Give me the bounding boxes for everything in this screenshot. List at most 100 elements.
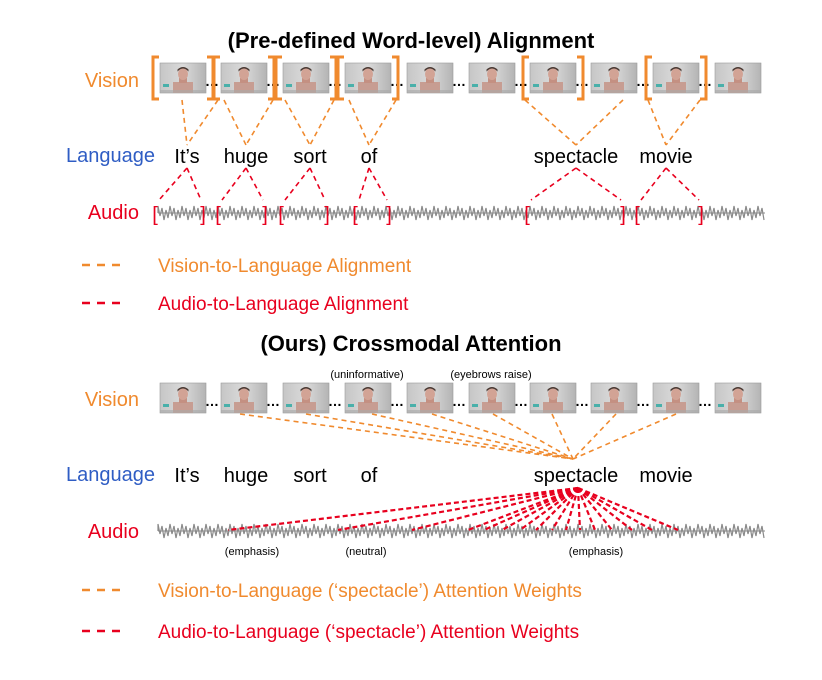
- top-vision-alignment-line-3: [245, 99, 274, 146]
- bottom-audio-attention-line-13: [577, 487, 633, 531]
- annotation-emphasis-left: (emphasis): [225, 546, 279, 558]
- top-legend-audio: Audio-to-Language Alignment: [158, 294, 409, 315]
- bottom-audio-attention-line-12: [577, 487, 613, 531]
- bottom-vision-ellipsis-0: …: [205, 393, 219, 409]
- top-audio-alignment-line-5-a: [640, 167, 667, 201]
- bottom-audio-attention-line-8: [551, 487, 579, 531]
- bottom-audio-attention-line-2: [411, 486, 579, 532]
- bottom-vision-ellipsis-7: …: [636, 393, 650, 409]
- bottom-vision-ellipsis-6: …: [575, 393, 589, 409]
- top-audio-bracket-4-open: [: [524, 204, 530, 226]
- bottom-audio-attention-line-5: [501, 487, 579, 531]
- bottom-audio-attention-line-15: [577, 486, 679, 532]
- top-language-label: Language: [66, 145, 155, 167]
- bottom-audio-attention-line-6: [519, 487, 579, 531]
- top-audio-alignment-line-4-a: [530, 167, 577, 201]
- bottom-audio-label: Audio: [88, 521, 139, 543]
- top-audio-alignment-line-5-b: [665, 167, 700, 201]
- top-vision-alignment-line-2: [223, 99, 247, 146]
- bottom-legend-vision: Vision-to-Language (‘spectacle’) Attenti…: [158, 581, 582, 602]
- bottom-word-movie: movie: [639, 465, 692, 487]
- bottom-vision-frame-0-icon: [159, 382, 207, 414]
- bottom-vision-attention-line-6: [572, 413, 617, 460]
- bottom-vision-frame-5-icon: [468, 382, 516, 414]
- top-vision-bracket-left-1: [212, 55, 220, 101]
- top-word-spectacle: spectacle: [534, 146, 619, 168]
- top-audio-label: Audio: [88, 202, 139, 224]
- top-audio-bracket-1-close: ]: [262, 204, 268, 226]
- top-audio-alignment-line-0-a: [158, 167, 188, 201]
- top-vision-alignment-line-0: [181, 99, 188, 146]
- top-vision-bracket-left-0: [151, 55, 159, 101]
- top-vision-alignment-line-5: [309, 99, 335, 146]
- top-audio-alignment-line-1-b: [245, 167, 264, 201]
- top-legend-vision: Vision-to-Language Alignment: [158, 256, 412, 277]
- top-vision-ellipsis-4: …: [452, 73, 466, 89]
- top-vision-alignment-line-6: [348, 99, 370, 146]
- top-vision-bracket-left-6: [521, 55, 529, 101]
- annotation-eyebrows-raise: (eyebrows raise): [450, 369, 531, 381]
- top-vision-ellipsis-5: …: [514, 73, 528, 89]
- bottom-vision-frame-9-icon: [714, 382, 762, 414]
- bottom-vision-frame-7-icon: [590, 382, 638, 414]
- top-audio-bracket-4-close: ]: [620, 204, 626, 226]
- top-word-of: of: [361, 146, 378, 168]
- bottom-word-of: of: [361, 465, 378, 487]
- bottom-vision-attention-line-2: [371, 413, 574, 460]
- bottom-audio-attention-line-0: [227, 486, 579, 532]
- top-vision-bracket-right-1: [268, 55, 276, 101]
- top-vision-alignment-line-10: [647, 99, 667, 146]
- diagram-marks: ………………………[][][][][][]………………………: [151, 55, 765, 539]
- bottom-audio-attention-line-4: [483, 486, 579, 532]
- bottom-vision-frame-4-icon: [406, 382, 454, 414]
- top-audio-bracket-1-open: [: [215, 204, 221, 226]
- top-vision-alignment-line-1: [186, 99, 219, 146]
- top-vision-alignment-line-8: [524, 99, 577, 146]
- bottom-vision-attention-line-7: [572, 413, 677, 460]
- bottom-word-its: It’s: [174, 465, 199, 487]
- top-vision-frame-8-icon: [652, 62, 700, 94]
- bottom-vision-label: Vision: [85, 389, 139, 411]
- bottom-audio-attention-line-14: [577, 487, 653, 531]
- top-audio-bracket-0-close: ]: [200, 204, 206, 226]
- top-vision-frame-6-icon: [529, 62, 577, 94]
- top-vision-bracket-right-3: [392, 55, 400, 101]
- top-vision-bracket-left-3: [336, 55, 344, 101]
- bottom-vision-ellipsis-3: …: [390, 393, 404, 409]
- top-word-sort: sort: [293, 146, 327, 168]
- bottom-vision-frame-2-icon: [282, 382, 330, 414]
- bottom-vision-ellipsis-4: …: [452, 393, 466, 409]
- top-audio-bracket-2-close: ]: [324, 204, 330, 226]
- top-vision-alignment-line-4: [284, 99, 311, 146]
- top-audio-alignment-line-2-a: [284, 167, 311, 201]
- top-audio-alignment-line-4-b: [575, 167, 622, 201]
- top-vision-alignment-line-9: [575, 99, 624, 146]
- bottom-title: (Ours) Crossmodal Attention: [260, 331, 561, 356]
- top-audio-alignment-line-2-b: [309, 167, 326, 201]
- bottom-vision-ellipsis-1: …: [266, 393, 280, 409]
- top-audio-alignment-line-3-a: [358, 167, 370, 201]
- top-vision-bracket-right-2: [330, 55, 338, 101]
- top-audio-alignment-line-0-b: [186, 167, 202, 201]
- top-vision-bracket-right-6: [577, 55, 585, 101]
- top-audio-bracket-2-open: [: [278, 204, 284, 226]
- bottom-audio-attention-line-9: [564, 487, 580, 531]
- bottom-vision-frame-8-icon: [652, 382, 700, 414]
- bottom-vision-ellipsis-5: …: [514, 393, 528, 409]
- top-vision-alignment-line-7: [368, 99, 397, 146]
- top-audio-bracket-3-close: ]: [386, 204, 392, 226]
- annotation-neutral: (neutral): [346, 546, 387, 558]
- bottom-vision-attention-line-4: [492, 413, 574, 460]
- bottom-vision-attention-line-5: [551, 413, 574, 460]
- bottom-audio-attention-line-1: [337, 486, 579, 532]
- top-word-movie: movie: [639, 146, 692, 168]
- top-vision-frame-9-icon: [714, 62, 762, 94]
- bottom-vision-ellipsis-8: …: [698, 393, 712, 409]
- top-vision-frame-2-icon: [282, 62, 330, 94]
- bottom-vision-attention-line-3: [431, 413, 574, 460]
- bottom-vision-frame-3-icon: [344, 382, 392, 414]
- top-vision-bracket-left-8: [644, 55, 652, 101]
- top-audio-alignment-line-3-b: [368, 167, 388, 201]
- bottom-legend-audio: Audio-to-Language (‘spectacle’) Attentio…: [158, 622, 579, 643]
